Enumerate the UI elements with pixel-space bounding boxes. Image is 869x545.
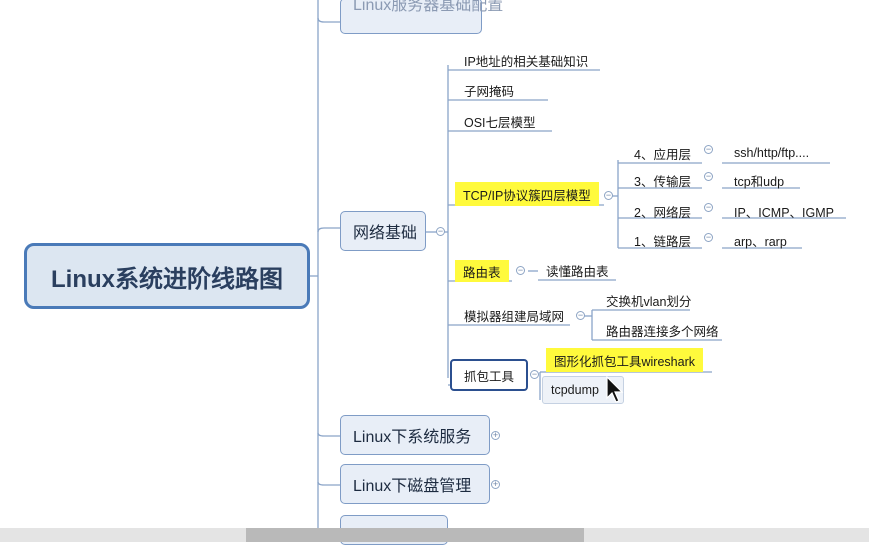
layer-value: arp、rarp (734, 234, 787, 249)
leaf-osi[interactable]: OSI七层模型 (460, 111, 540, 131)
collapse-toggle-icon[interactable]: − (436, 226, 445, 236)
collapse-toggle-icon[interactable]: − (530, 369, 539, 379)
branch-network[interactable]: 网络基础 (340, 211, 426, 251)
collapse-toggle-icon[interactable]: − (604, 190, 613, 200)
branch-network-label: 网络基础 (353, 225, 418, 242)
collapse-toggle-icon[interactable]: − (516, 265, 525, 275)
leaf-capture-label: 抓包工具 (463, 369, 514, 384)
layer-label: 2、网络层 (634, 205, 691, 220)
leaf-wireshark-label: 图形化抓包工具wireshark (554, 354, 695, 369)
leaf-subnet[interactable]: 子网掩码 (460, 80, 518, 100)
leaf-subnet-label: 子网掩码 (464, 84, 515, 99)
leaf-simulator-label: 模拟器组建局域网 (464, 309, 565, 324)
branch-partial-top[interactable]: Linux服务器基础配置 (340, 0, 503, 34)
layer-network-value[interactable]: IP、ICMP、IGMP (730, 201, 838, 221)
root-node[interactable]: Linux系统进阶线路图 (24, 243, 310, 309)
root-label: Linux系统进阶线路图 (51, 265, 283, 293)
expand-toggle-icon[interactable]: + (491, 430, 500, 440)
leaf-route[interactable]: 路由表 (455, 260, 509, 282)
layer-link[interactable]: 1、链路层 (630, 230, 695, 250)
collapse-toggle-icon[interactable]: − (576, 310, 585, 320)
branch-disk[interactable]: Linux下磁盘管理 (340, 464, 490, 504)
layer-label: 4、应用层 (634, 147, 691, 162)
leaf-router-multi[interactable]: 路由器连接多个网络 (602, 320, 723, 340)
collapse-toggle-icon[interactable]: − (704, 171, 713, 181)
leaf-route-child-label: 读懂路由表 (546, 264, 609, 279)
leaf-route-child[interactable]: 读懂路由表 (542, 260, 613, 280)
leaf-ip-basics-label: IP地址的相关基础知识 (464, 54, 589, 69)
layer-link-value[interactable]: arp、rarp (730, 230, 791, 250)
mouse-cursor-icon (606, 376, 624, 403)
leaf-route-label: 路由表 (463, 265, 501, 280)
layer-value: tcp和udp (734, 174, 785, 189)
leaf-osi-label: OSI七层模型 (464, 115, 536, 130)
layer-value: ssh/http/ftp.... (734, 146, 810, 160)
leaf-tcpdump-label: tcpdump (551, 383, 599, 397)
branch-partial-label: Linux服务器基础配置 (353, 0, 504, 14)
layer-label: 1、链路层 (634, 234, 691, 249)
collapse-toggle-icon[interactable]: − (704, 144, 713, 154)
leaf-wireshark[interactable]: 图形化抓包工具wireshark (546, 348, 703, 372)
branch-services-label: Linux下系统服务 (353, 429, 472, 446)
expand-toggle-icon[interactable]: + (491, 479, 500, 489)
leaf-router-multi-label: 路由器连接多个网络 (606, 324, 719, 339)
branch-services[interactable]: Linux下系统服务 (340, 415, 490, 455)
leaf-tcpip[interactable]: TCP/IP协议簇四层模型 (455, 182, 599, 206)
leaf-vlan[interactable]: 交换机vlan划分 (602, 290, 695, 310)
layer-application-value[interactable]: ssh/http/ftp.... (730, 143, 813, 163)
scrollbar-thumb[interactable] (246, 528, 584, 542)
layer-network[interactable]: 2、网络层 (630, 201, 695, 221)
leaf-capture-selected[interactable]: 抓包工具 (450, 359, 528, 391)
layer-value: IP、ICMP、IGMP (734, 205, 835, 220)
layer-transport[interactable]: 3、传输层 (630, 170, 695, 190)
layer-transport-value[interactable]: tcp和udp (730, 170, 788, 190)
leaf-ip-basics[interactable]: IP地址的相关基础知识 (460, 50, 592, 70)
leaf-vlan-label: 交换机vlan划分 (606, 294, 692, 309)
collapse-toggle-icon[interactable]: − (704, 232, 713, 242)
leaf-simulator[interactable]: 模拟器组建局域网 (460, 305, 568, 325)
layer-label: 3、传输层 (634, 174, 691, 189)
layer-application[interactable]: 4、应用层 (630, 143, 695, 163)
collapse-toggle-icon[interactable]: − (704, 202, 713, 212)
branch-disk-label: Linux下磁盘管理 (353, 478, 472, 495)
leaf-tcpip-label: TCP/IP协议簇四层模型 (463, 188, 591, 203)
